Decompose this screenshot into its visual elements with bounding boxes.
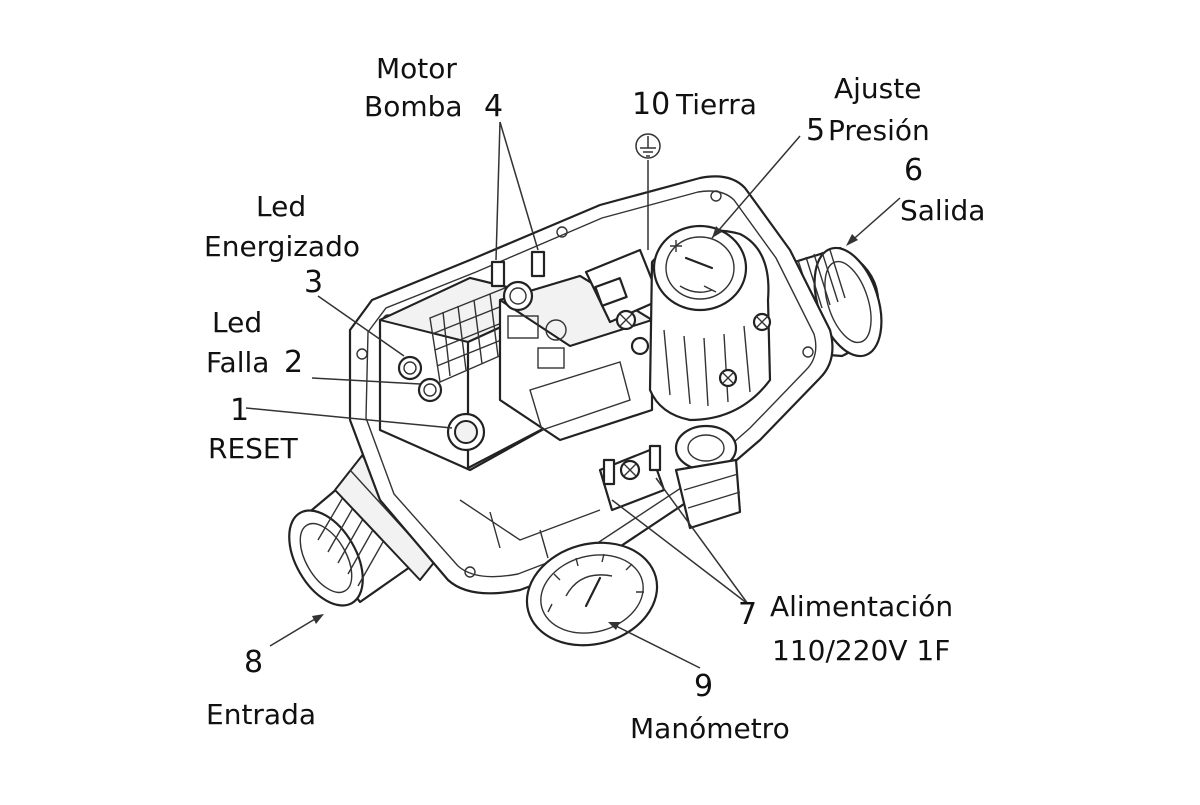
inlet-pipe <box>288 447 453 607</box>
callout-number-9: 9 <box>694 669 713 704</box>
callout-number-1: 1 <box>230 393 249 428</box>
label-reset: RESET <box>208 432 299 465</box>
callout-number-6: 6 <box>904 153 923 188</box>
power-terminals <box>598 444 666 512</box>
label-tierra: Tierra <box>675 88 757 121</box>
label-led-falla-line1: Led <box>212 306 262 339</box>
leader-lines <box>245 121 901 669</box>
label-salida: Salida <box>900 194 985 227</box>
callout-number-8: 8 <box>244 645 263 680</box>
callout-number-10: 10 <box>632 87 670 122</box>
label-bomba: Bomba <box>364 90 463 123</box>
label-led-energizado-line1: Led <box>256 190 306 223</box>
label-entrada: Entrada <box>206 698 316 731</box>
label-voltaje: 110/220V 1F <box>772 634 950 667</box>
label-presion: Presión <box>828 114 930 147</box>
labels: Motor Bomba 4 10 Tierra Ajuste 5 Presión… <box>204 52 985 745</box>
device-illustration <box>288 175 883 647</box>
manometer-gauge <box>525 541 659 647</box>
callout-number-7: 7 <box>738 597 757 632</box>
callout-number-5: 5 <box>806 113 825 148</box>
callout-number-4: 4 <box>484 89 503 124</box>
label-alimentacion: Alimentación <box>770 590 953 623</box>
label-led-falla-line2: Falla <box>206 346 269 379</box>
callout-number-3: 3 <box>304 265 323 300</box>
label-motor: Motor <box>376 52 457 85</box>
label-led-energizado-line2: Energizado <box>204 230 360 263</box>
label-manometro: Manómetro <box>630 712 790 745</box>
label-ajuste: Ajuste <box>834 72 921 105</box>
ground-terminal <box>584 248 662 356</box>
pressure-dial-assembly <box>648 224 772 422</box>
cable-gland <box>674 424 742 530</box>
callout-number-2: 2 <box>284 345 303 380</box>
